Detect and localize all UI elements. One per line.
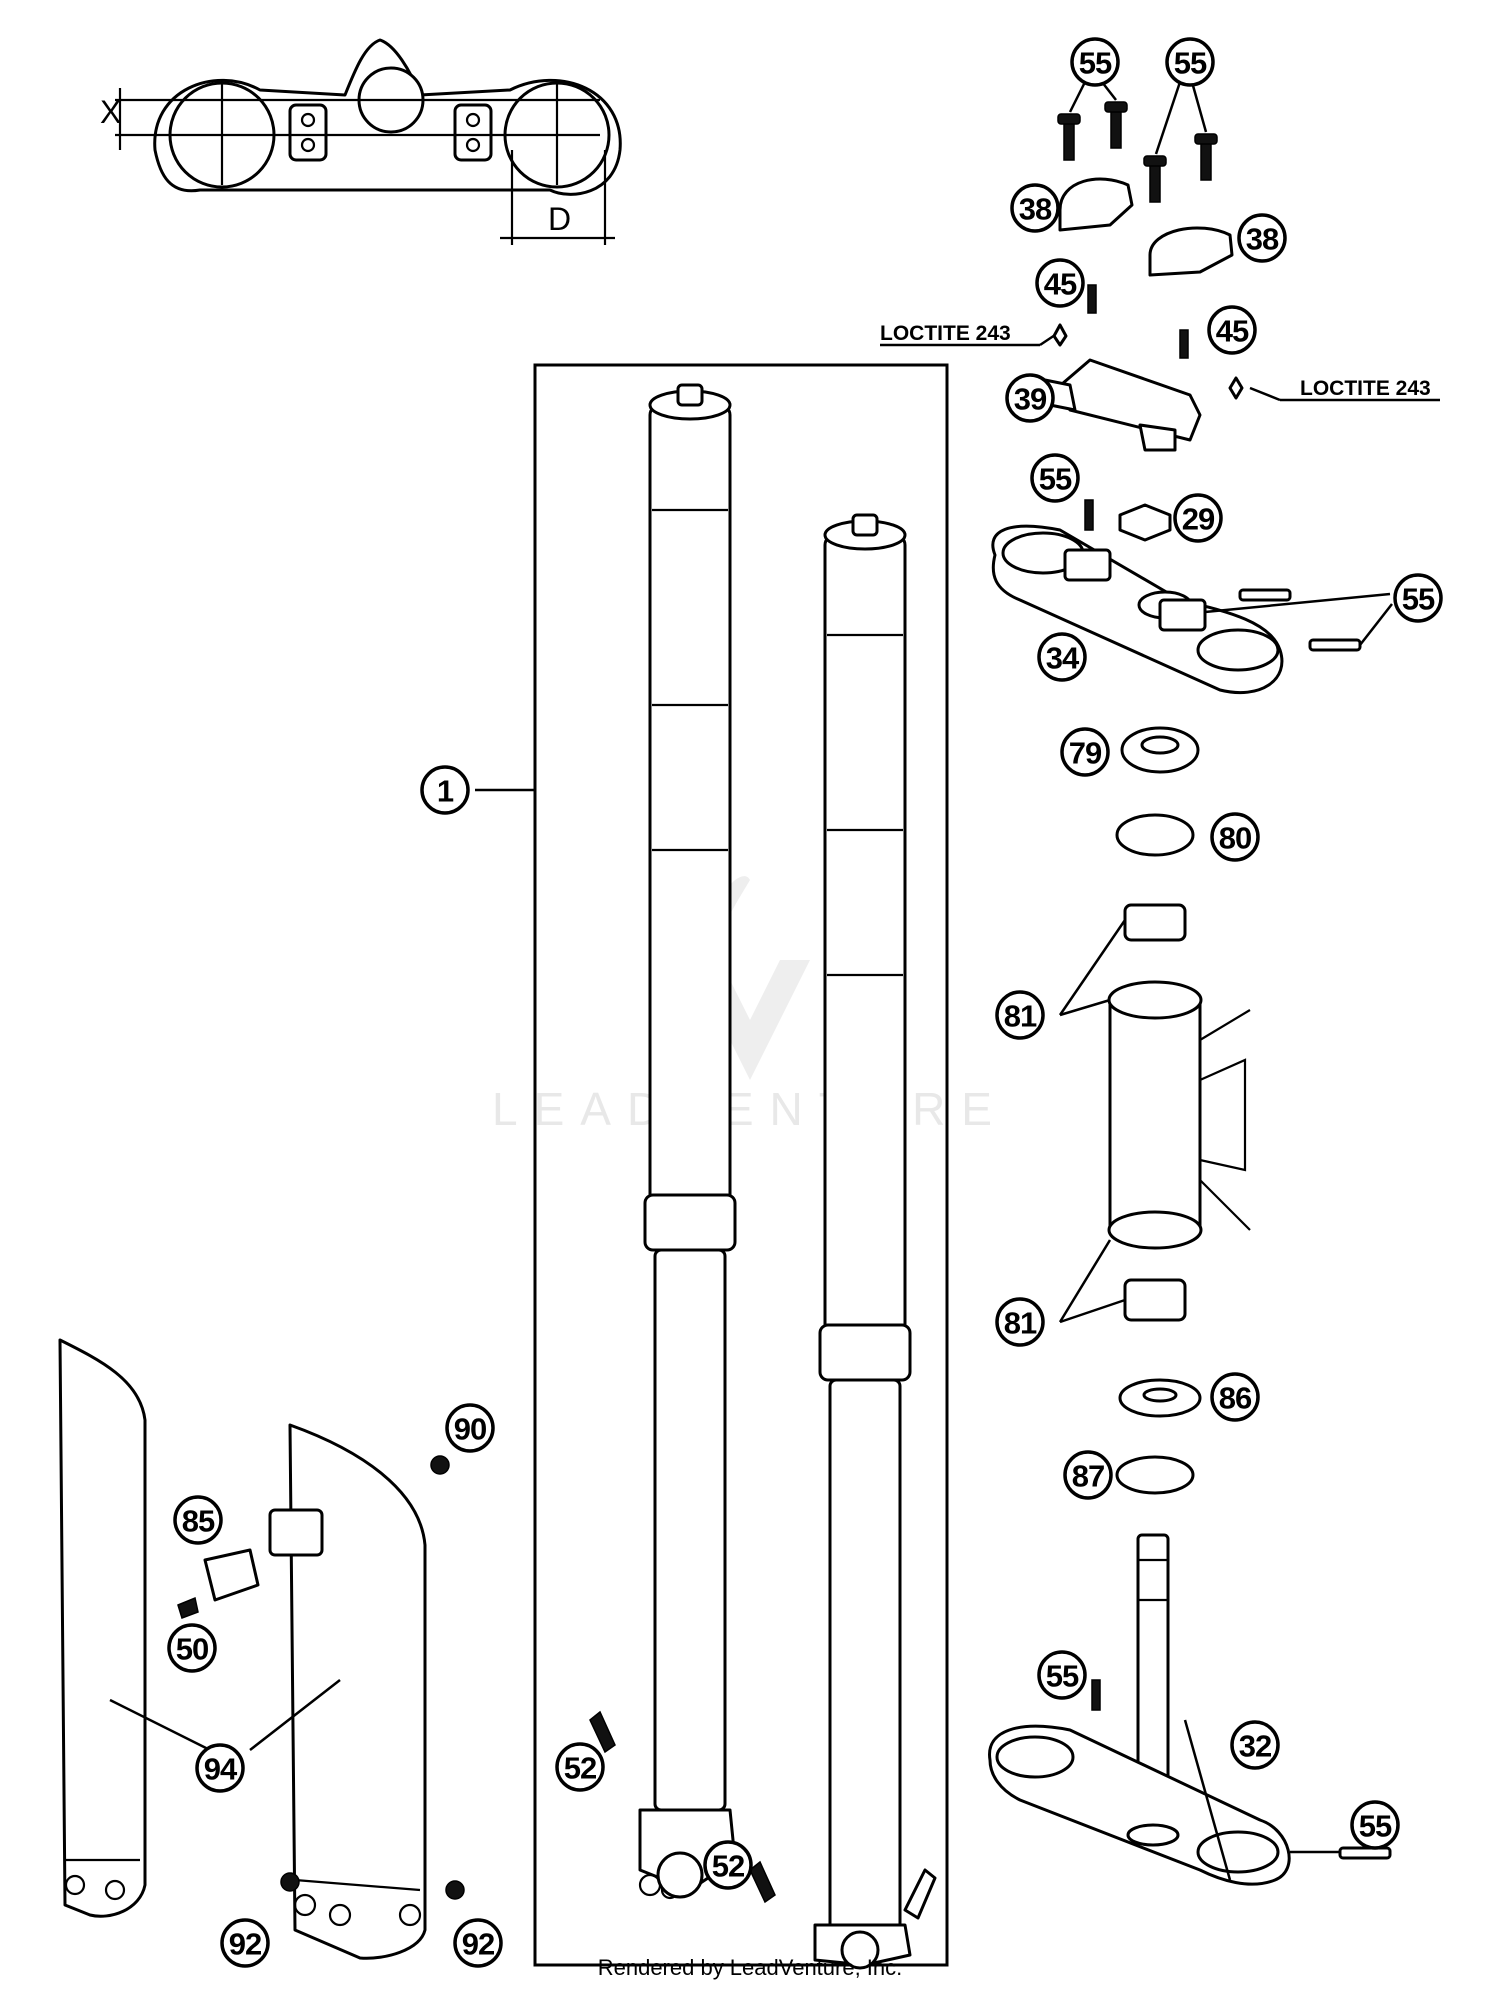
handlebar-clamp-bolts [1057, 81, 1218, 203]
svg-text:81: 81 [1004, 999, 1037, 1034]
watermark-text: LEADVENTURE [492, 1083, 1008, 1135]
callout: 55 [1165, 37, 1215, 87]
svg-text:55: 55 [1402, 582, 1435, 617]
svg-text:85: 85 [182, 1504, 215, 1539]
callout: 55 [1393, 573, 1443, 623]
callout: 55 [1037, 1650, 1087, 1700]
callout: 90 [445, 1403, 495, 1453]
callout: 92 [453, 1918, 503, 1968]
watermark: LEADVENTURE [492, 876, 1008, 1135]
fork-assembly-frame [533, 363, 949, 1967]
footer-credit: Rendered by LeadVenture, Inc. [598, 1955, 903, 1980]
upper-triple-clamp-34 [991, 499, 1393, 695]
callout: 92 [220, 1918, 270, 1968]
callout: 55 [1030, 453, 1080, 503]
callout: 79 [1060, 727, 1110, 777]
svg-text:55: 55 [1079, 46, 1112, 81]
callout: 52 [703, 1840, 753, 1890]
svg-text:38: 38 [1019, 192, 1052, 227]
callout: 34 [1037, 632, 1087, 682]
dimension-d-label: D [548, 201, 571, 237]
svg-text:52: 52 [564, 1751, 596, 1786]
callout: 39 [1005, 373, 1055, 423]
callout: 38 [1237, 213, 1287, 263]
svg-text:50: 50 [176, 1632, 208, 1667]
svg-text:39: 39 [1014, 382, 1047, 417]
svg-text:86: 86 [1219, 1381, 1252, 1416]
svg-text:34: 34 [1046, 641, 1080, 676]
svg-text:45: 45 [1044, 267, 1077, 302]
callout: 50 [167, 1623, 217, 1673]
svg-text:1: 1 [437, 774, 454, 809]
svg-text:80: 80 [1219, 821, 1251, 856]
fork-leg-right [749, 513, 937, 1970]
svg-text:32: 32 [1239, 1729, 1271, 1764]
callout: 1 [420, 765, 470, 815]
steering-head-tube [1058, 919, 1251, 1324]
svg-text:87: 87 [1072, 1459, 1104, 1494]
svg-text:92: 92 [462, 1927, 494, 1962]
fork-guards [58, 1338, 465, 1960]
lower-triple-clamp-32 [988, 1533, 1392, 1886]
svg-text:79: 79 [1069, 736, 1102, 771]
lower-seals [1115, 1378, 1202, 1495]
callout: 85 [173, 1495, 223, 1545]
fork-leg-left [475, 383, 737, 1900]
svg-text:52: 52 [712, 1849, 744, 1884]
callout: 45 [1035, 258, 1085, 308]
svg-text:29: 29 [1182, 502, 1215, 537]
svg-text:81: 81 [1004, 1306, 1037, 1341]
callout: 55 [1070, 37, 1120, 87]
svg-text:55: 55 [1039, 462, 1072, 497]
callout: 55 [1350, 1800, 1400, 1850]
bearing-stack-upper [1115, 726, 1200, 942]
callout: 81 [995, 990, 1045, 1040]
loctite-note-right: LOCTITE 243 [1300, 377, 1431, 400]
svg-text:55: 55 [1359, 1809, 1392, 1844]
callout: 29 [1173, 493, 1223, 543]
callout: 52 [555, 1742, 605, 1792]
triple-clamp-dimension-sketch: X D [100, 38, 622, 245]
callout: 86 [1210, 1372, 1260, 1422]
callout: 87 [1063, 1450, 1113, 1500]
callout: 32 [1230, 1720, 1280, 1770]
callout: 38 [1010, 183, 1060, 233]
dimension-x-label: X [100, 94, 121, 130]
callout: 45 [1207, 305, 1257, 355]
clamp-base-39 [1043, 284, 1244, 452]
callout: 94 [195, 1743, 245, 1793]
loctite-note-left: LOCTITE 243 [880, 322, 1011, 345]
svg-text:92: 92 [229, 1927, 261, 1962]
svg-text:90: 90 [454, 1412, 486, 1447]
loctite-notes: LOCTITE 243 LOCTITE 243 [880, 322, 1440, 402]
svg-text:55: 55 [1174, 46, 1207, 81]
svg-text:94: 94 [204, 1752, 238, 1787]
handlebar-clamp-caps [1058, 177, 1234, 277]
svg-text:55: 55 [1046, 1659, 1079, 1694]
svg-text:45: 45 [1216, 314, 1249, 349]
callout: 81 [995, 1297, 1045, 1347]
callout: 80 [1210, 812, 1260, 862]
svg-text:38: 38 [1246, 222, 1279, 257]
